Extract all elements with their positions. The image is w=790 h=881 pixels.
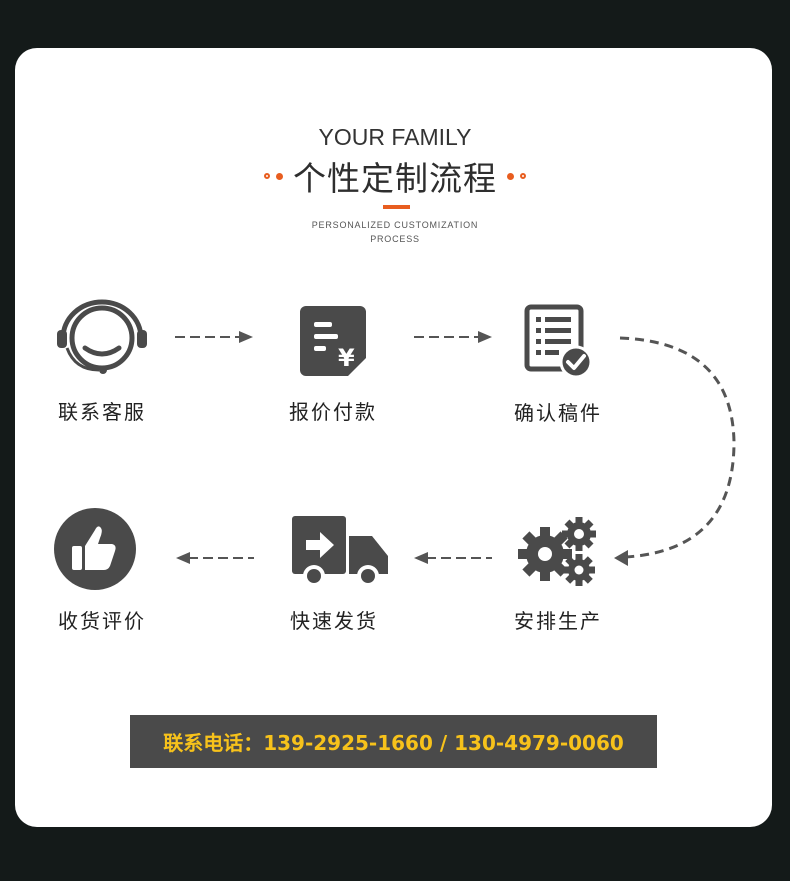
step-label-production: 安排生产 bbox=[514, 609, 602, 633]
title-chinese: 个性定制流程 bbox=[293, 159, 497, 198]
arrow-right-1 bbox=[175, 331, 253, 343]
step-label-contact: 联系客服 bbox=[58, 400, 146, 424]
svg-text:¥: ¥ bbox=[338, 344, 355, 372]
invoice-yuan-icon: ¥ bbox=[300, 306, 366, 376]
customer-service-headset-icon bbox=[57, 299, 147, 374]
step-label-review: 收货评价 bbox=[58, 609, 146, 633]
step-label-quote: 报价付款 bbox=[289, 400, 377, 424]
arrow-left-1 bbox=[414, 552, 492, 564]
subtitle-english: PERSONALIZED CUSTOMIZATION PROCESS bbox=[311, 220, 479, 244]
process-card bbox=[15, 48, 772, 827]
contact-phone-text: 联系电话：139-2925-1660 / 130-4979-0060 bbox=[163, 731, 624, 755]
step-label-shipping: 快速发货 bbox=[290, 609, 378, 633]
left-dots-decoration bbox=[264, 172, 283, 180]
contact-phone-banner: 联系电话：139-2925-1660 / 130-4979-0060 bbox=[130, 715, 657, 768]
title-row: 个性定制流程 bbox=[0, 154, 790, 198]
title-accent-bar bbox=[383, 205, 410, 209]
title-english: YOUR FAMILY bbox=[318, 124, 472, 150]
arrow-curve-down bbox=[614, 336, 736, 566]
arrow-right-2 bbox=[414, 331, 492, 343]
right-dots-decoration bbox=[507, 172, 526, 180]
arrow-left-2 bbox=[176, 552, 254, 564]
delivery-truck-icon bbox=[292, 516, 388, 587]
thumbs-up-icon bbox=[54, 508, 136, 590]
document-check-icon bbox=[524, 304, 592, 378]
step-label-confirm: 确认稿件 bbox=[514, 401, 602, 425]
gears-icon bbox=[518, 517, 596, 586]
